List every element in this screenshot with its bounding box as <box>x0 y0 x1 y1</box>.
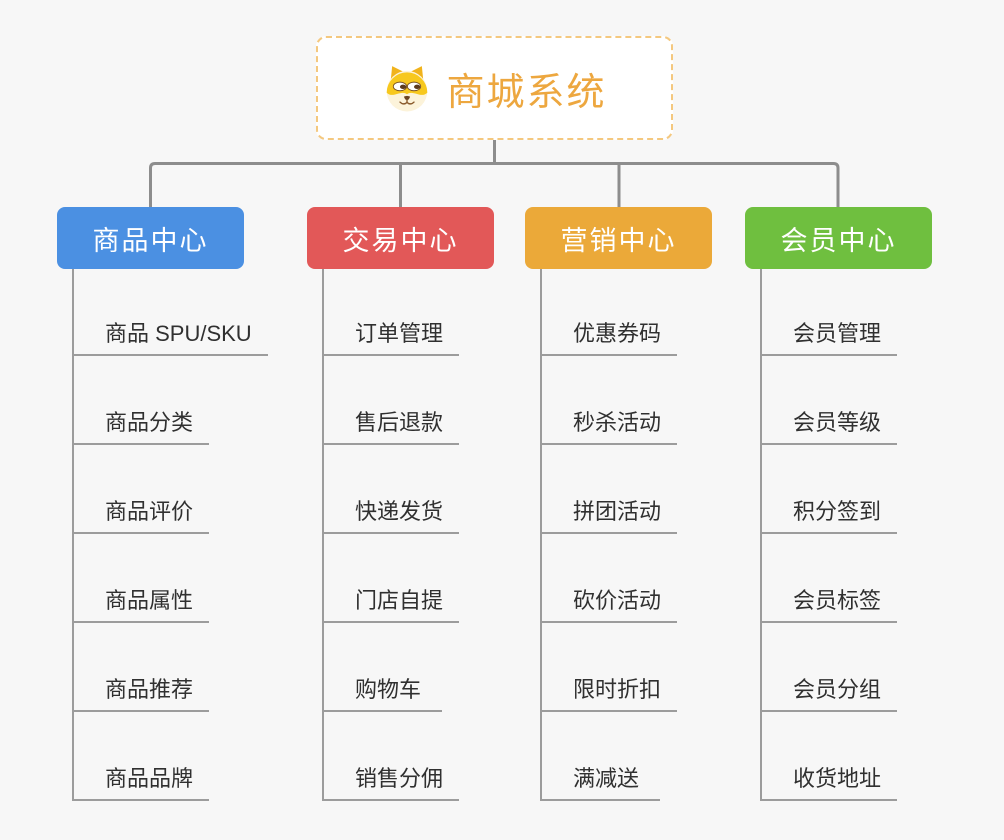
item-label: 商品分类 <box>105 410 194 435</box>
item-label: 会员标签 <box>793 588 882 613</box>
item-node[interactable]: 商品评价 <box>72 445 210 534</box>
branch-item-list: 会员管理会员等级积分签到会员标签会员分组收货地址 <box>760 267 898 801</box>
item-label: 订单管理 <box>355 321 444 346</box>
dog-face-icon <box>387 66 428 112</box>
item-node[interactable]: 商品品牌 <box>72 712 210 801</box>
item-label: 满减送 <box>573 766 640 791</box>
item-label: 商品属性 <box>105 588 194 613</box>
branch-node[interactable]: 营销中心 <box>525 207 712 269</box>
item-node[interactable]: 积分签到 <box>760 445 898 534</box>
item-node[interactable]: 购物车 <box>322 623 442 712</box>
item-label: 限时折扣 <box>573 677 662 702</box>
branch-node[interactable]: 交易中心 <box>307 207 494 269</box>
item-label: 会员等级 <box>793 410 882 435</box>
item-node[interactable]: 门店自提 <box>322 534 460 623</box>
branch-node[interactable]: 会员中心 <box>745 207 932 269</box>
item-node[interactable]: 会员管理 <box>760 267 898 356</box>
item-node[interactable]: 销售分佣 <box>322 712 460 801</box>
branch-vertical-line <box>540 269 542 801</box>
branch-item-list: 商品 SPU/SKU 商品分类商品评价商品属性商品推荐商品品牌 <box>72 267 268 801</box>
item-label: 商品品牌 <box>105 766 194 791</box>
branch-vertical-line <box>322 269 324 801</box>
branch-label: 交易中心 <box>342 225 459 256</box>
item-label: 门店自提 <box>355 588 444 613</box>
item-node[interactable]: 会员标签 <box>760 534 898 623</box>
item-label: 会员分组 <box>793 677 882 702</box>
item-node[interactable]: 优惠券码 <box>540 267 678 356</box>
item-label: 收货地址 <box>793 766 882 791</box>
item-node[interactable]: 商品分类 <box>72 356 210 445</box>
item-node[interactable]: 商品推荐 <box>72 623 210 712</box>
branch-node[interactable]: 商品中心 <box>57 207 244 269</box>
item-node[interactable]: 收货地址 <box>760 712 898 801</box>
item-node[interactable]: 商品 SPU/SKU <box>72 267 268 356</box>
branch-item-list: 订单管理售后退款快递发货门店自提购物车销售分佣 <box>322 267 460 801</box>
item-label: 商品 SPU/SKU <box>105 321 252 346</box>
branch-label: 营销中心 <box>560 225 677 256</box>
branch-item-list: 优惠券码秒杀活动拼团活动砍价活动限时折扣满减送 <box>540 267 678 801</box>
branch-vertical-line <box>72 269 74 801</box>
item-node[interactable]: 会员等级 <box>760 356 898 445</box>
root-title: 商城系统 <box>446 71 607 114</box>
item-label: 砍价活动 <box>573 588 662 613</box>
item-node[interactable]: 售后退款 <box>322 356 460 445</box>
item-node[interactable]: 商品属性 <box>72 534 210 623</box>
item-label: 快递发货 <box>355 499 444 524</box>
item-label: 优惠券码 <box>573 321 662 346</box>
item-node[interactable]: 拼团活动 <box>540 445 678 534</box>
item-label: 秒杀活动 <box>573 410 662 435</box>
item-node[interactable]: 限时折扣 <box>540 623 678 712</box>
root-node[interactable]: 商城系统 <box>316 36 673 140</box>
item-node[interactable]: 砍价活动 <box>540 534 678 623</box>
item-label: 商品评价 <box>105 499 194 524</box>
item-label: 售后退款 <box>355 410 444 435</box>
item-label: 商品推荐 <box>105 677 194 702</box>
item-node[interactable]: 秒杀活动 <box>540 356 678 445</box>
branch-label: 会员中心 <box>780 225 897 256</box>
branch-label: 商品中心 <box>92 225 209 256</box>
item-node[interactable]: 会员分组 <box>760 623 898 712</box>
item-node[interactable]: 订单管理 <box>322 267 460 356</box>
item-node[interactable]: 满减送 <box>540 712 660 801</box>
branch-vertical-line <box>760 269 762 801</box>
item-label: 积分签到 <box>793 499 882 524</box>
item-label: 购物车 <box>355 677 422 702</box>
item-label: 会员管理 <box>793 321 882 346</box>
item-label: 拼团活动 <box>573 499 662 524</box>
item-node[interactable]: 快递发货 <box>322 445 460 534</box>
item-label: 销售分佣 <box>355 766 444 791</box>
